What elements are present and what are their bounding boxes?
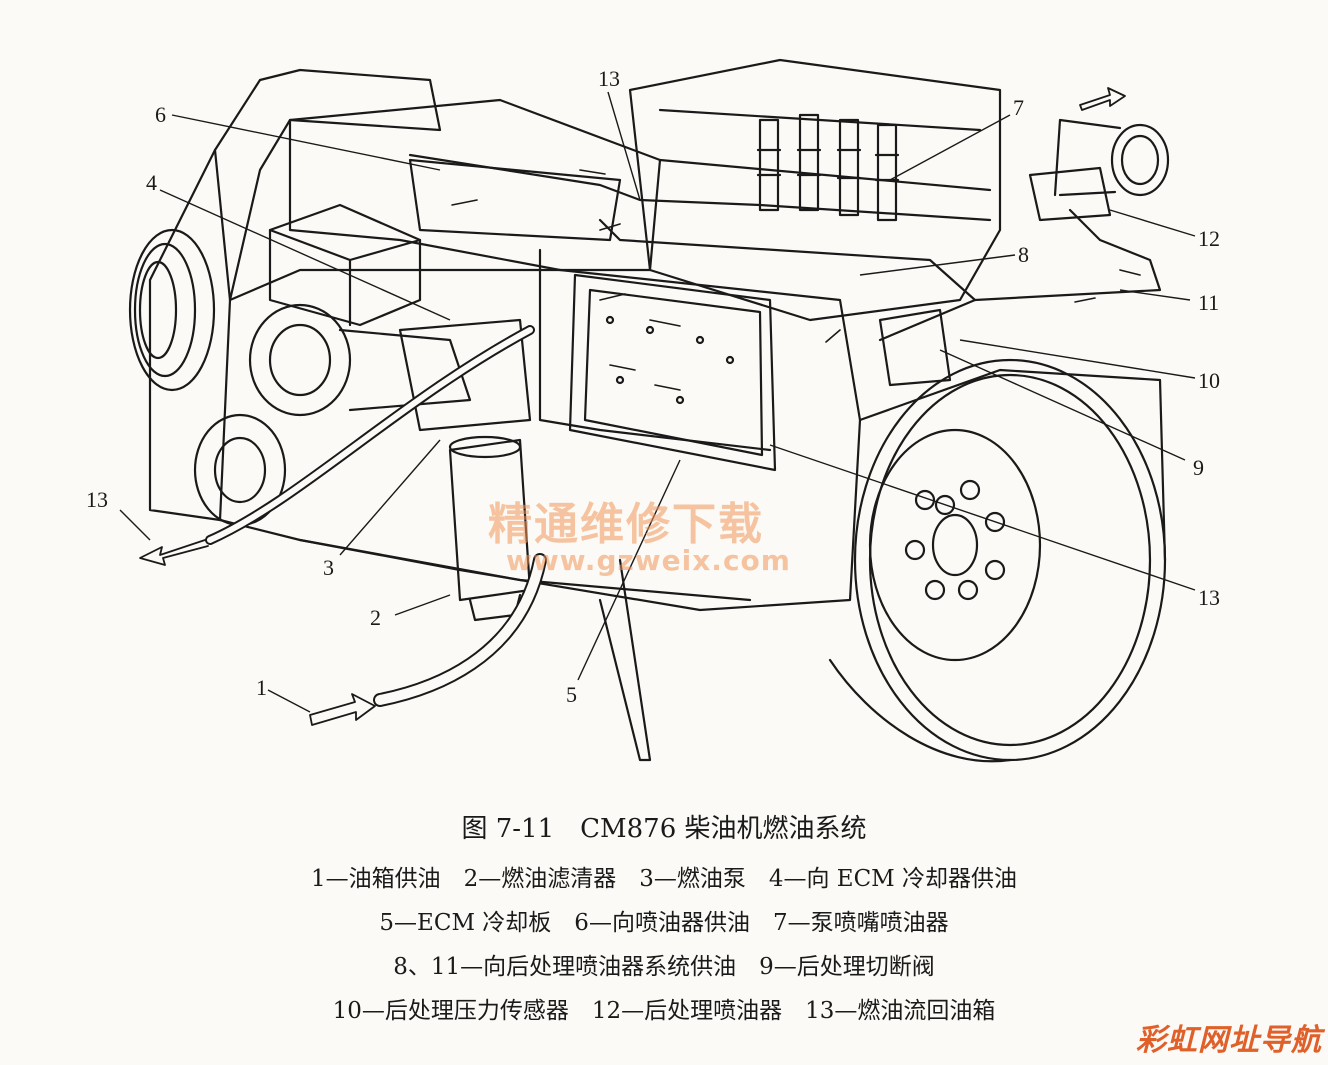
injector-supply-line xyxy=(408,153,992,222)
ecm-cooler-feed-block xyxy=(268,203,422,327)
corner-logo: 彩虹网址导航 xyxy=(1136,1023,1322,1058)
figure-caption: 图 7-11 CM876 柴油机燃油系统 1—油箱供油 2—燃油滤清器 3—燃油… xyxy=(0,808,1328,1033)
legend-line: 5—ECM 冷却板 6—向喷油器供油 7—泵喷嘴喷油器 xyxy=(379,910,949,936)
engine-fuel-system-drawing xyxy=(119,58,1196,763)
cylinder-head xyxy=(628,58,1002,322)
legend-line: 1—油箱供油 2—燃油滤清器 3—燃油泵 4—向 ECM 冷却器供油 xyxy=(310,866,1018,892)
front-cover xyxy=(148,68,442,522)
callout-3: 3 xyxy=(323,555,334,580)
aftertreatment-injector xyxy=(1028,118,1170,222)
watermark-url: www.gzweix.com xyxy=(506,544,791,577)
front-pulley xyxy=(128,228,216,392)
unit-injectors xyxy=(756,113,900,222)
callout-1: 1 xyxy=(256,675,267,700)
legend-line: 10—后处理压力传感器 12—后处理喷油器 13—燃油流回油箱 xyxy=(332,998,996,1024)
figure-title: 图 7-11 CM876 柴油机燃油系统 xyxy=(461,814,867,844)
callout-6: 6 xyxy=(155,102,166,127)
legend-line: 8、11—向后处理喷油器系统供油 9—后处理切断阀 xyxy=(393,954,935,980)
tank-supply-hose xyxy=(373,553,547,707)
callout-13-top: 13 xyxy=(598,66,620,91)
ecm-cooling-plate xyxy=(568,273,777,472)
fuel-pump xyxy=(398,318,532,432)
callout-13-right: 13 xyxy=(1198,585,1220,610)
callout-12: 12 xyxy=(1198,226,1220,251)
callout-4: 4 xyxy=(146,170,157,195)
callout-9: 9 xyxy=(1193,455,1204,480)
callout-10: 10 xyxy=(1198,368,1220,393)
compressor-housing xyxy=(248,303,352,417)
flywheel-housing xyxy=(853,358,1167,762)
callout-2: 2 xyxy=(370,605,381,630)
callout-8: 8 xyxy=(1018,242,1029,267)
callout-11: 11 xyxy=(1198,290,1220,315)
valve-cover xyxy=(288,98,662,272)
callout-13-left: 13 xyxy=(86,487,108,512)
watermark-text: 精通维修下载 xyxy=(488,499,764,550)
aftertreatment-supply-line xyxy=(878,298,977,342)
callout-7: 7 xyxy=(1013,95,1024,120)
cutoff-valve xyxy=(878,308,952,387)
callout-5: 5 xyxy=(566,682,577,707)
